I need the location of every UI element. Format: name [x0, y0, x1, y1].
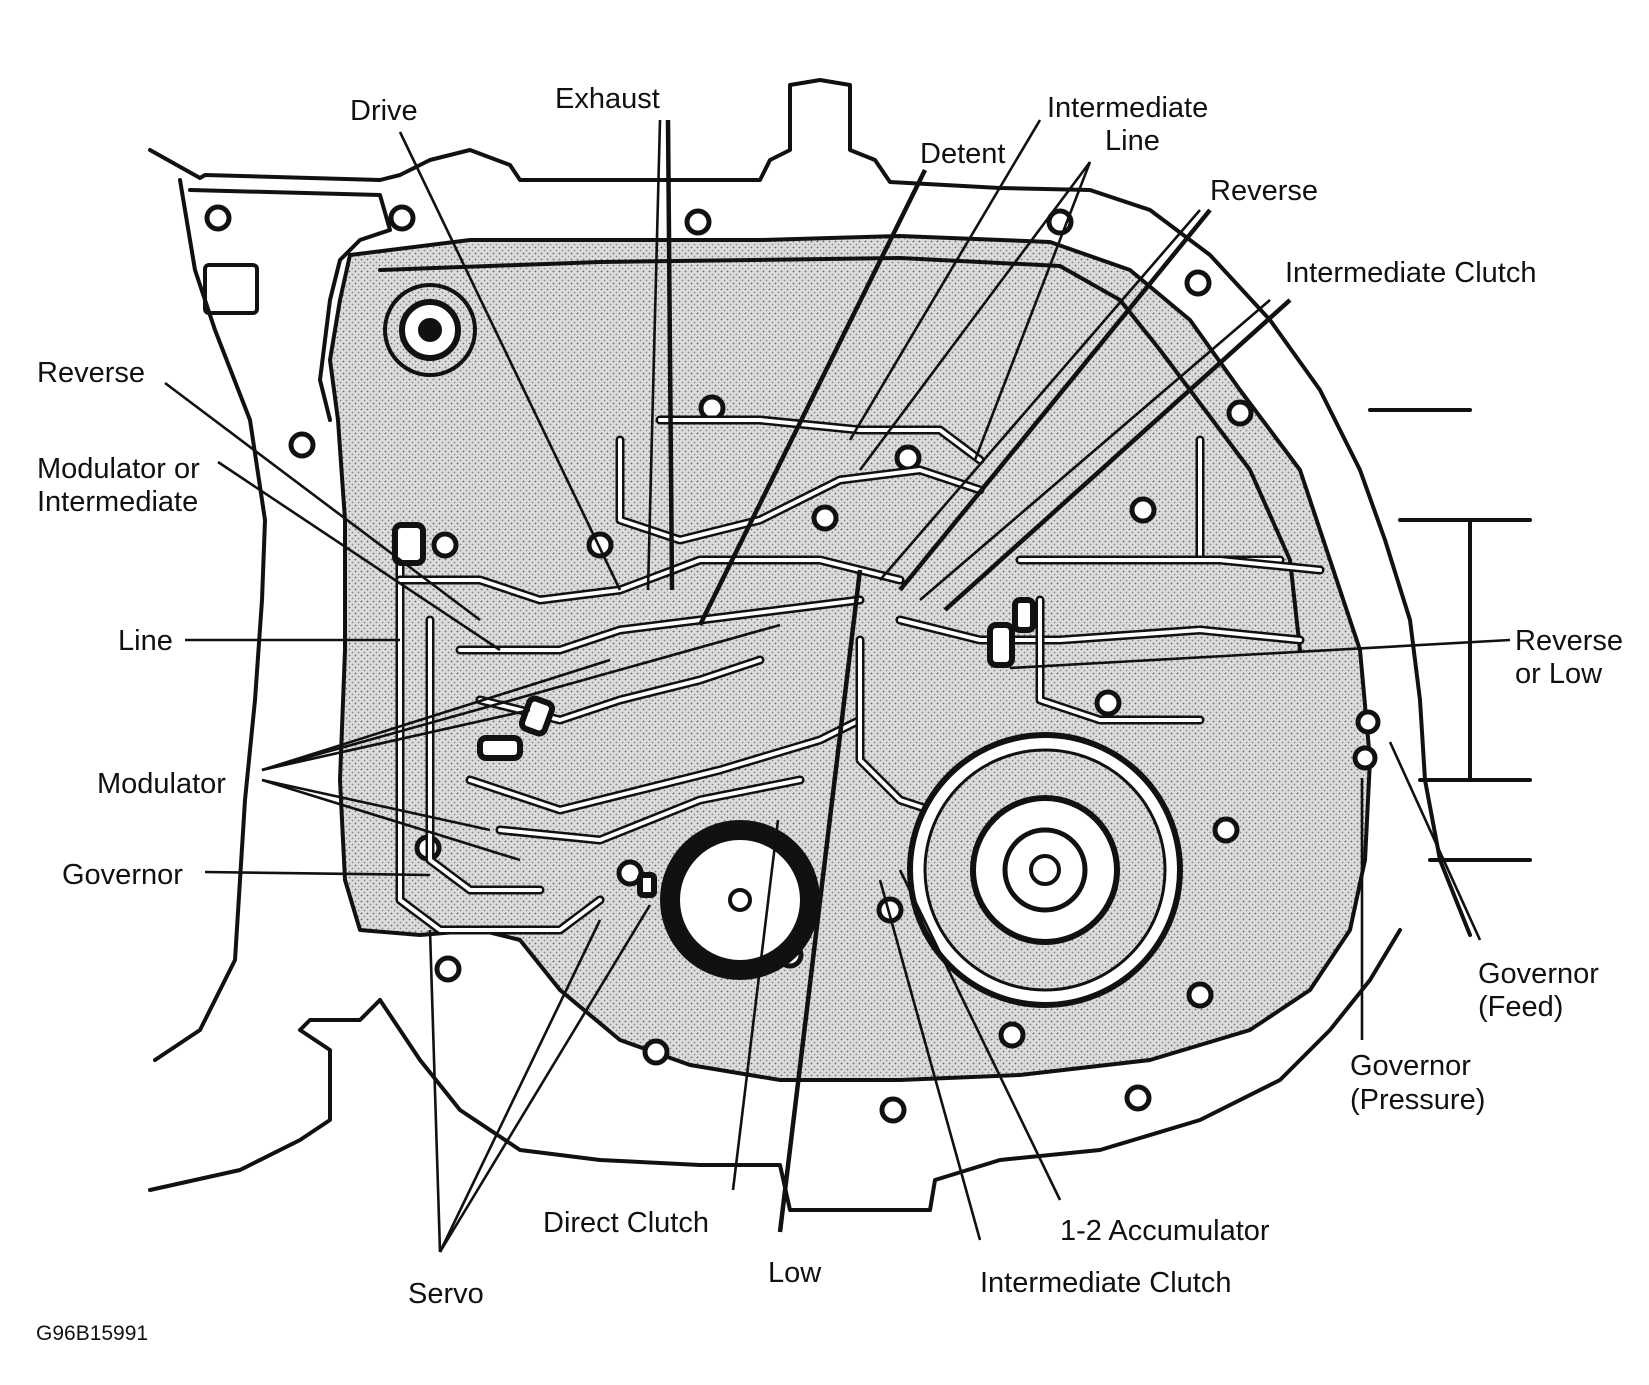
bolt-hole: [1124, 1084, 1152, 1112]
label-modulator-or-intermediate-2: Intermediate: [37, 486, 198, 518]
bolt-hole: [894, 444, 922, 472]
label-modulator-or-intermediate-1: Modulator or: [37, 453, 200, 485]
bolt-hole: [204, 204, 232, 232]
label-low: Low: [768, 1257, 822, 1289]
bolt-hole: [879, 1096, 907, 1124]
leader-lines: [164, 119, 1511, 1253]
servo-bore: [660, 820, 820, 980]
bolt-hole: [1094, 689, 1122, 717]
bolt-hole: [1226, 399, 1254, 427]
bolt-hole: [684, 208, 712, 236]
label-governor-feed-1: Governor: [1478, 958, 1599, 990]
bolt-hole: [811, 504, 839, 532]
label-line: Line: [118, 625, 173, 657]
label-intermediate-line-2: Line: [1105, 125, 1160, 157]
label-reverse-or-low-2: or Low: [1515, 658, 1603, 690]
label-direct-clutch: Direct Clutch: [543, 1207, 709, 1239]
bolt-hole: [434, 955, 462, 983]
label-governor-left: Governor: [62, 859, 183, 891]
label-governor-pressure-2: (Pressure): [1350, 1084, 1485, 1116]
label-1-2-accumulator: 1-2 Accumulator: [1060, 1215, 1270, 1247]
label-detent: Detent: [920, 138, 1005, 170]
bolt-hole: [1212, 816, 1240, 844]
bolt-hole: [288, 431, 316, 459]
bolt-hole: [1355, 709, 1381, 735]
label-governor-feed-2: (Feed): [1478, 991, 1563, 1023]
case-outline: [148, 78, 1532, 1212]
diagram-labels: Drive Exhaust Detent Intermediate Line R…: [36, 83, 1623, 1345]
bolt-hole: [1352, 745, 1378, 771]
bolt-hole: [642, 1038, 670, 1066]
label-reverse-top: Reverse: [1210, 175, 1318, 207]
bolt-hole: [1184, 269, 1212, 297]
bolt-hole: [1186, 981, 1214, 1009]
bolt-hole: [1129, 496, 1157, 524]
label-intermediate-clutch-bottom: Intermediate Clutch: [980, 1267, 1231, 1299]
label-exhaust: Exhaust: [555, 83, 660, 115]
bolt-hole: [388, 204, 416, 232]
bolt-hole: [586, 531, 614, 559]
bolt-hole: [431, 531, 459, 559]
figure-code: G96B15991: [36, 1322, 148, 1345]
label-reverse-left: Reverse: [37, 357, 145, 389]
spring-cylinder: [383, 283, 477, 377]
label-intermediate-line-1: Intermediate: [1047, 92, 1208, 124]
accumulator-bore: [907, 732, 1183, 1008]
label-drive: Drive: [350, 95, 418, 127]
bolt-holes: [204, 204, 1381, 1124]
bolt-hole: [998, 1021, 1026, 1049]
label-servo: Servo: [408, 1278, 484, 1310]
label-reverse-or-low-1: Reverse: [1515, 625, 1623, 657]
label-intermediate-clutch-top: Intermediate Clutch: [1285, 257, 1536, 289]
bolt-hole: [876, 896, 904, 924]
label-modulator: Modulator: [97, 768, 226, 800]
fluid-passages: [392, 415, 1325, 935]
label-governor-pressure-1: Governor: [1350, 1050, 1471, 1082]
